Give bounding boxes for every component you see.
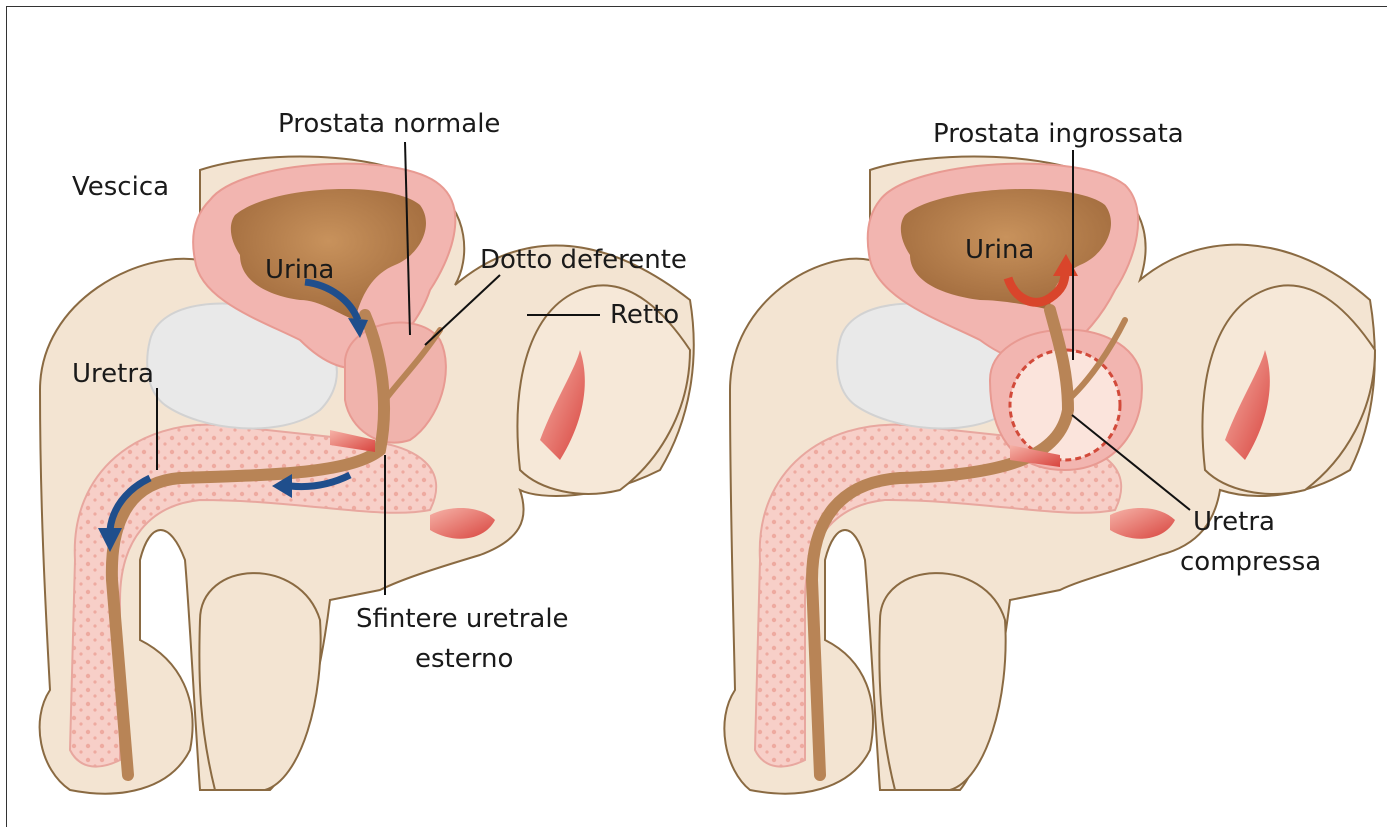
right-panel: Prostata ingrossata Urina Uretra compres… xyxy=(724,119,1375,794)
right-scrotum xyxy=(879,573,1005,790)
left-panel: Vescica Prostata normale Urina Dotto def… xyxy=(40,109,694,794)
label-enlarged-prostate: Prostata ingrossata xyxy=(933,119,1184,149)
label-urine-right: Urina xyxy=(965,235,1034,265)
label-bladder: Vescica xyxy=(72,172,169,202)
label-vas-deferens: Dotto deferente xyxy=(480,245,687,275)
label-urine-left: Urina xyxy=(265,255,334,285)
label-compressed-line1: Uretra xyxy=(1193,507,1275,537)
label-sphincter-line1: Sfintere uretrale xyxy=(356,604,569,634)
label-urethra: Uretra xyxy=(72,359,154,389)
label-rectum: Retto xyxy=(610,300,679,330)
label-compressed-line2: compressa xyxy=(1180,547,1321,577)
left-scrotum xyxy=(199,573,320,790)
label-sphincter-line2: esterno xyxy=(415,644,513,674)
label-normal-prostate: Prostata normale xyxy=(278,109,500,139)
